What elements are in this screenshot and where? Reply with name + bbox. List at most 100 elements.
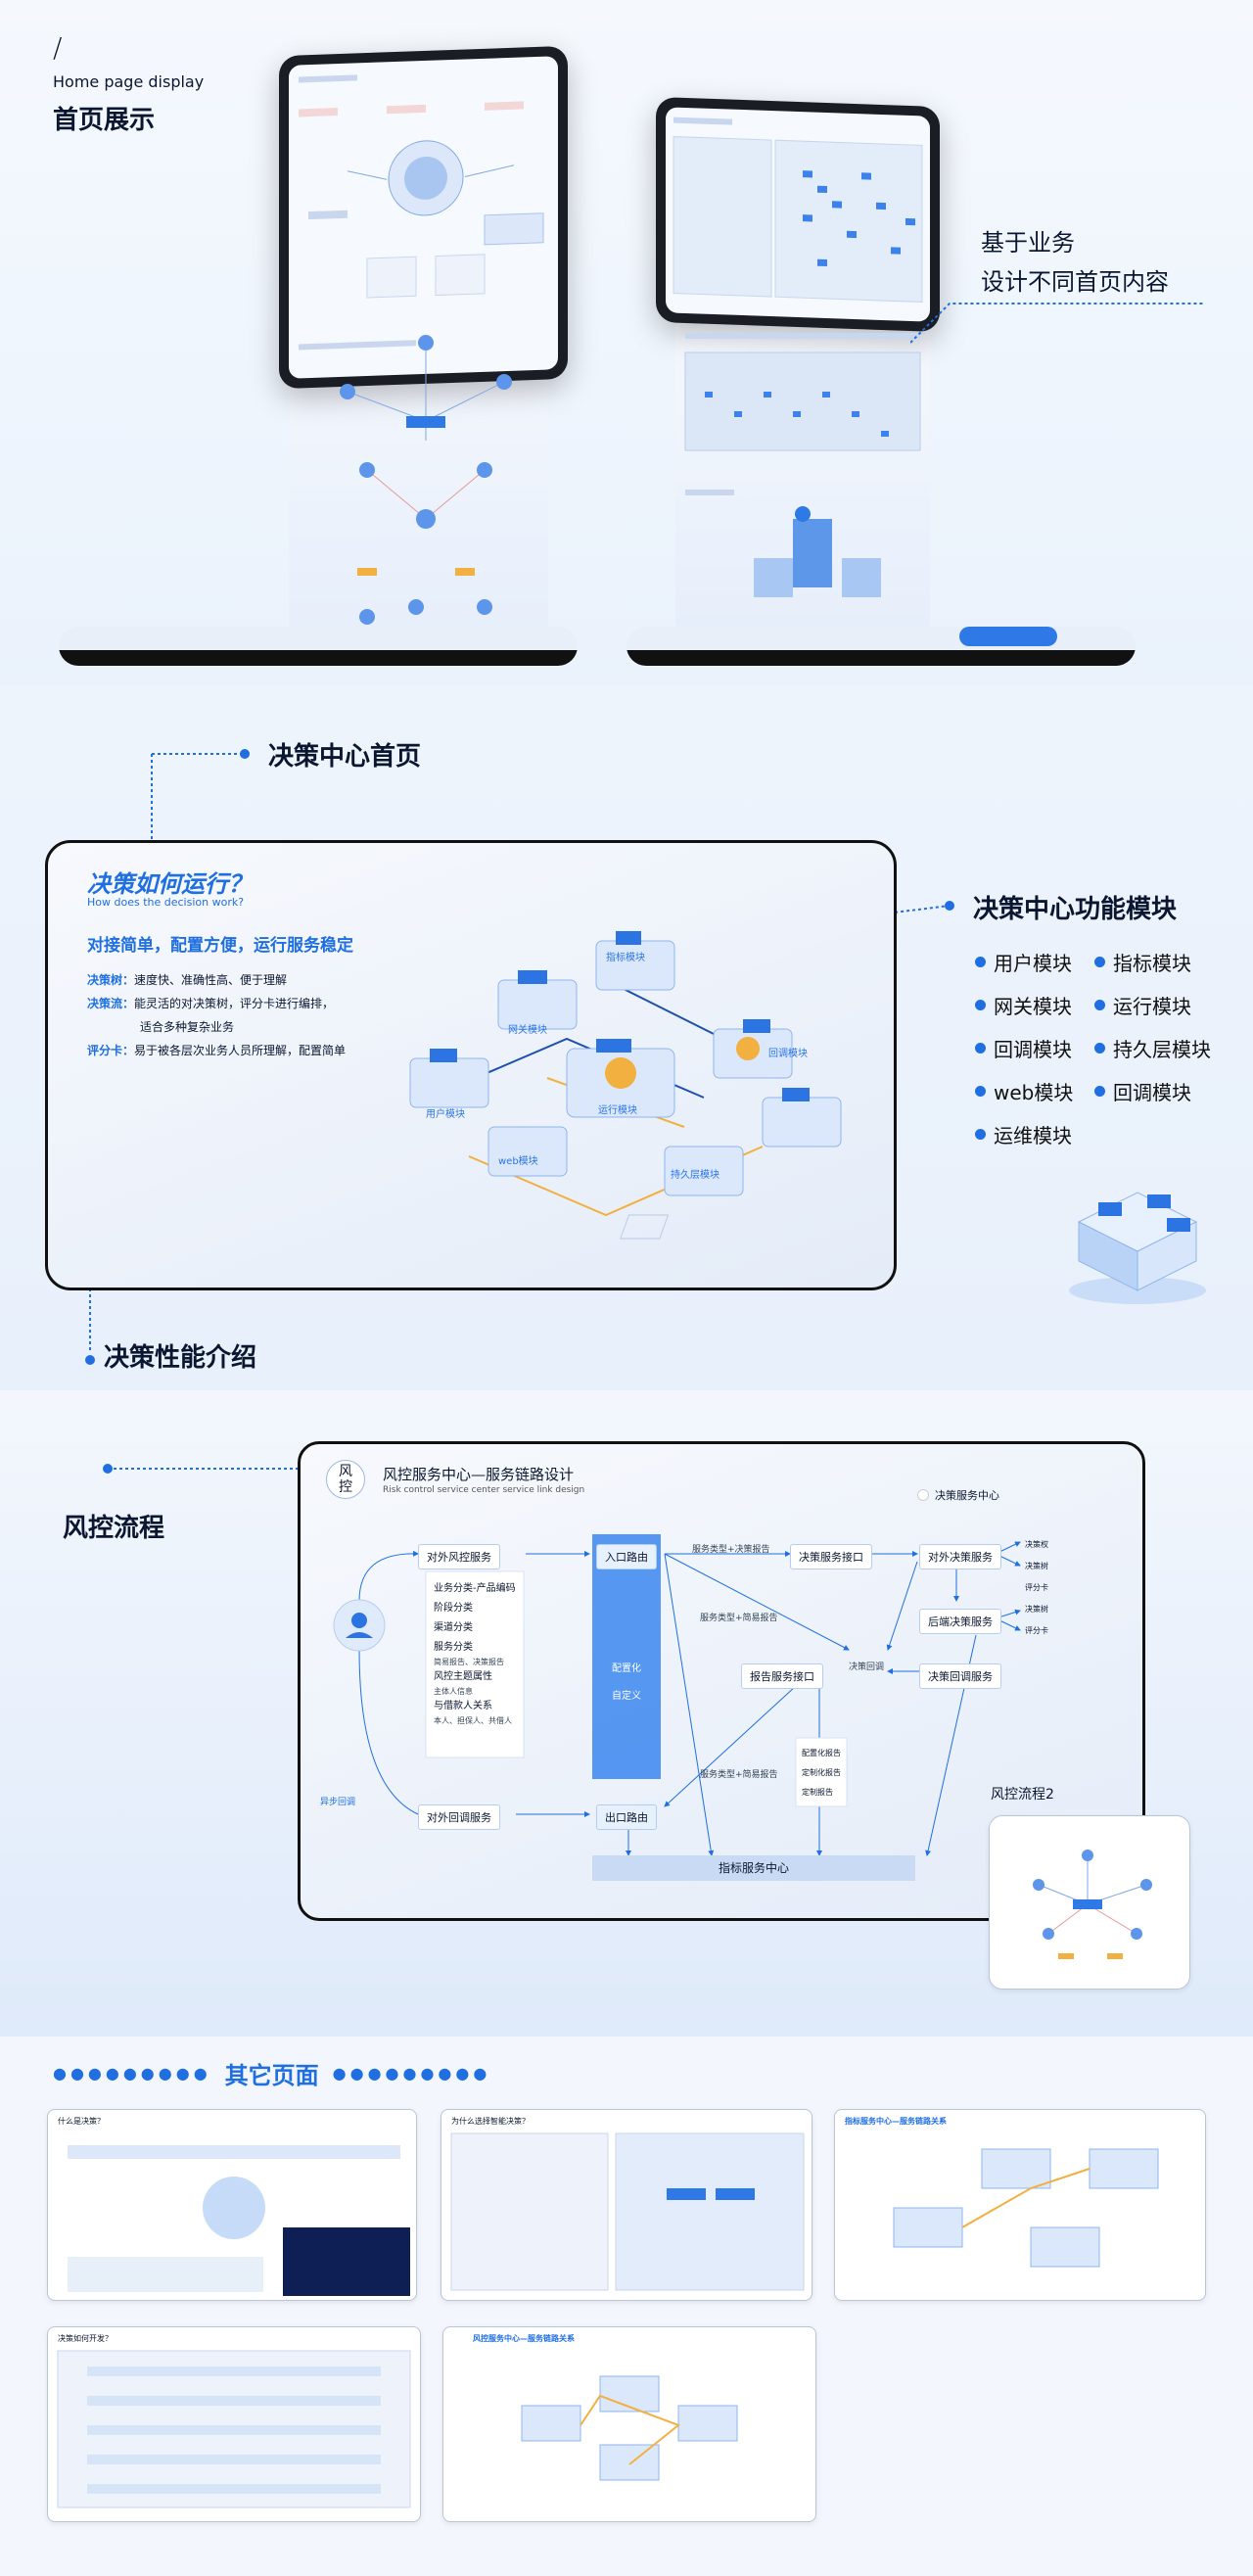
section-title-cn: 首页展示 [53, 106, 156, 135]
module-item: 网关模块 [975, 983, 1073, 1026]
other-title-row: ●●●●●●●●● 其它页面 ●●●●●●●●● [53, 2056, 490, 2090]
module-item: 回调模块 [975, 1026, 1073, 1069]
decision-feature-list: 决策树：速度快、准确性高、便于理解 决策流：能灵活的对决策树，评分卡进行编排， … [87, 968, 346, 1062]
left-tablet [279, 45, 568, 390]
flow2-thumbnail[interactable] [989, 1815, 1190, 1990]
edge-label: 异步回调 [320, 1798, 356, 1807]
bullet-dot [975, 1128, 986, 1140]
module-label: 持久层模块 [1113, 1037, 1211, 1061]
legend-text: 决策服务中心 [935, 1489, 999, 1502]
module-label: web模块 [994, 1080, 1074, 1104]
category-item: 渠道分类 [434, 1622, 473, 1633]
node-report-api: 报告服务接口 [741, 1663, 823, 1689]
module-label: 运维模块 [994, 1123, 1072, 1147]
right-tablet-screen [666, 107, 930, 322]
flow2-network [1033, 1850, 1152, 1959]
iso-label-web: web模块 [498, 1156, 538, 1167]
feature-key: 决策流： [87, 997, 135, 1010]
feature-key: 评分卡： [87, 1044, 135, 1057]
right-label: 评分卡 [1025, 1583, 1048, 1592]
right-label: 决策权 [1025, 1540, 1048, 1549]
iso-label-gateway: 网关模块 [508, 1025, 547, 1036]
bullet-dot [975, 956, 986, 967]
node-entry-route: 入口路由 [596, 1544, 657, 1569]
risk-legend: 决策服务中心 [917, 1487, 999, 1503]
category-sub: 本人、担保人、共借人 [434, 1716, 512, 1725]
module-label: 回调模块 [1113, 1080, 1191, 1104]
risk-category-list: 业务分类-产品编码 阶段分类 渠道分类 服务分类 简易报告、决策报告 风控主题属… [434, 1579, 516, 1726]
thumb-4-art [57, 2350, 411, 2508]
decision-panel-slogan: 对接简单，配置方便，运行服务稳定 [87, 936, 353, 956]
category-item: 服务分类 [434, 1642, 473, 1653]
feature-flow: 决策流：能灵活的对决策树，评分卡进行编排， [87, 992, 346, 1015]
module-iso-icon [1069, 1192, 1206, 1304]
dots-left: ●●●●●●●●● [53, 2064, 211, 2083]
legend-dot [917, 1489, 929, 1501]
category-item: 业务分类-产品编码 [434, 1583, 516, 1594]
other-thumb-2[interactable]: 为什么选择智能决策？ [441, 2109, 812, 2301]
risk-control-section: 风控流程 风控 风控服务中心—服务链路设计 Risk control servi… [0, 1390, 1253, 2037]
report-item: 定制报告 [802, 1788, 833, 1797]
module-item: 运行模块 [1094, 983, 1211, 1026]
node-decision-callback: 决策回调服务 [919, 1663, 1001, 1689]
category-item: 与借款人关系 [434, 1701, 492, 1711]
node-exit-route: 出口路由 [596, 1804, 657, 1830]
slash-mark: / [53, 31, 63, 64]
right-label-list: 决策权 决策树 评分卡 决策树 评分卡 [1025, 1534, 1048, 1642]
module-label: 网关模块 [994, 994, 1072, 1018]
risk-flow-edges [333, 1534, 1021, 1881]
other-thumb-1[interactable]: 什么是决策？ [47, 2109, 417, 2301]
edge-label: 服务类型+简易报告 [700, 1614, 778, 1623]
section-title-en: Home page display [53, 72, 205, 91]
module-item: 回调模块 [1094, 1069, 1211, 1112]
node-config: 配置化 [612, 1663, 641, 1674]
module-item: 指标模块 [1094, 940, 1211, 983]
decision-iso-illustration [409, 931, 842, 1240]
thumb-title: 指标服务中心—服务链路关系 [845, 2117, 947, 2126]
other-thumb-4[interactable]: 决策如何开发？ [47, 2326, 421, 2522]
category-sub: 主体人信息 [434, 1687, 473, 1696]
modules-list-right: 指标模块 运行模块 持久层模块 回调模块 [1094, 940, 1211, 1112]
decision-center-section: 决策中心首页 决策如何运行？ How does the decision wor… [0, 685, 1253, 1390]
node-external-risk: 对外风控服务 [418, 1544, 500, 1569]
bullet-dot [1094, 956, 1105, 967]
right-screen-grid [673, 117, 923, 303]
feature-key: 决策树： [87, 973, 135, 987]
feature-text: 能灵活的对决策树，评分卡进行编排， [134, 997, 335, 1010]
risk-badge-text: 风控 [339, 1464, 352, 1495]
left-paper-network [340, 335, 512, 625]
node-callback-decision: 后端决策服务 [919, 1609, 1001, 1634]
report-item-list: 配置化报告 定制化报告 定制报告 [802, 1744, 841, 1803]
performance-label: 决策性能介绍 [104, 1343, 257, 1373]
other-pages-section: ●●●●●●●●● 其它页面 ●●●●●●●●● 什么是决策？ 为什么选择智能决… [0, 2037, 1253, 2576]
risk-panel-subtitle: Risk control service center service link… [383, 1485, 585, 1495]
bullet-dot [1094, 1085, 1105, 1097]
decision-panel-title: 决策如何运行？ [87, 870, 252, 898]
edge-label: 决策回调 [849, 1663, 885, 1672]
node-decision-api: 决策服务接口 [790, 1544, 872, 1569]
other-thumb-3[interactable]: 指标服务中心—服务链路关系 [834, 2109, 1206, 2301]
thumb-2-art [450, 2132, 805, 2291]
category-item: 阶段分类 [434, 1603, 473, 1614]
bullet-dot [975, 999, 986, 1010]
decision-home-label: 决策中心首页 [268, 742, 422, 772]
thumb-title: 什么是决策？ [58, 2117, 105, 2126]
thumb-5-art [521, 2375, 738, 2481]
category-sub: 简易报告、决策报告 [434, 1658, 504, 1666]
feature-flow-cont: 适合多种复杂业务 [87, 1015, 346, 1039]
feature-text: 速度快、准确性高、便于理解 [134, 973, 288, 987]
modules-title: 决策中心功能模块 [973, 895, 1178, 924]
callout-business: 基于业务 设计不同首页内容 [981, 223, 1169, 302]
node-custom: 自定义 [612, 1691, 641, 1702]
right-label: 决策树 [1025, 1562, 1048, 1570]
home-display-section: / Home page display 首页展示 [0, 0, 1253, 685]
risk-section-label: 风控流程 [63, 1514, 165, 1543]
iso-label-persist: 持久层模块 [671, 1170, 719, 1181]
risk-panel-title: 风控服务中心—服务链路设计 [383, 1466, 575, 1483]
thumb-title: 决策如何开发？ [58, 2334, 113, 2343]
callout-business-line1: 基于业务 [981, 229, 1075, 257]
other-thumb-5[interactable]: 风控服务中心—服务链路关系 [442, 2326, 816, 2522]
report-item: 定制化报告 [802, 1768, 841, 1777]
module-label: 指标模块 [1113, 951, 1191, 975]
other-pages-title: 其它页面 [224, 2062, 319, 2089]
